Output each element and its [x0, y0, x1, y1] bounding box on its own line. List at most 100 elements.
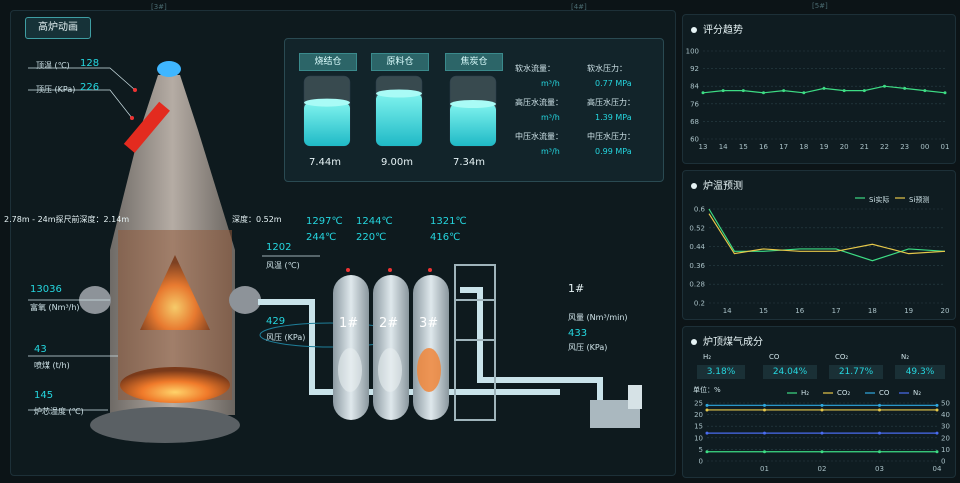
blower-name: 1#	[568, 282, 585, 295]
x-tick-label: 19	[904, 307, 913, 315]
y-tick-label: 20	[694, 411, 703, 419]
blower	[590, 385, 642, 428]
high-pressure-value: 1.39 MPa	[595, 113, 632, 122]
soft-pressure-label: 软水压力：	[587, 64, 627, 73]
data-point	[741, 89, 745, 93]
x-tick-label: 16	[759, 143, 768, 151]
data-point	[802, 91, 806, 95]
stove-3-temp-bottom: 416℃	[430, 232, 461, 243]
soft-flow-unit: m³/h	[541, 79, 560, 88]
data-point	[763, 450, 766, 454]
oxygen-label: 富氧 (Nm³/h)	[30, 303, 80, 312]
data-point	[822, 86, 826, 90]
y-tick-label: 10	[694, 434, 703, 442]
x-tick-label: 01	[941, 143, 950, 151]
y-tick-label: 60	[690, 136, 699, 144]
tank-0-surface	[304, 98, 350, 107]
y-tick-label: 0.44	[689, 243, 705, 251]
x-tick-label: 13	[699, 143, 708, 151]
gas-composition-panel: 炉顶煤气成分 H₂ CO CO₂ N₂ 3.18% 24.04% 21.77% …	[682, 326, 956, 478]
stove-2-temp-top: 1244℃	[356, 216, 393, 227]
y-tick-label: 0.28	[689, 281, 705, 289]
blast-temp-value: 1202	[266, 242, 292, 253]
y-tick-label: 68	[690, 118, 699, 126]
tank-2-surface	[450, 100, 496, 108]
x-tick-label: 02	[818, 465, 827, 473]
data-point	[705, 403, 709, 407]
data-point	[762, 91, 765, 95]
data-point	[878, 450, 881, 454]
x-tick-label: 16	[795, 307, 804, 315]
data-point	[763, 408, 766, 412]
mid-flow-unit: m³/h	[541, 147, 560, 156]
gas-co2-value: 21.77%	[829, 365, 883, 379]
data-point	[923, 89, 927, 93]
tank-coke-label: 焦炭仓	[445, 53, 503, 71]
furnace-animation-button[interactable]: 高炉动画	[25, 17, 91, 39]
top-temp-label: 顶温 (℃)	[36, 61, 70, 70]
data-point	[842, 89, 846, 93]
y2-tick-label: 30	[941, 423, 950, 431]
gas-co2-name: CO₂	[835, 353, 849, 361]
x-tick-label: 22	[880, 143, 889, 151]
tab-4[interactable]: [4#]	[571, 3, 587, 11]
mid-pressure-label: 中压水压力：	[587, 132, 635, 141]
y-tick-label: 0.52	[689, 224, 705, 232]
x-tick-label: 17	[832, 307, 841, 315]
blast-temp-label: 风温 (℃)	[266, 261, 300, 270]
tank-2-fill	[450, 104, 496, 146]
tab-3[interactable]: [3#]	[151, 3, 167, 11]
gas-n2-name: N₂	[901, 353, 910, 361]
stove-1-temp-bottom: 244℃	[306, 232, 337, 243]
legend-co: CO	[879, 389, 890, 397]
y-tick-label: 0.6	[694, 206, 706, 214]
data-point	[878, 408, 881, 412]
y-tick-label: 5	[699, 446, 703, 454]
data-point	[935, 403, 939, 407]
blast-pressure-label: 风压 (KPa)	[266, 333, 306, 342]
data-point	[883, 84, 886, 88]
x-tick-label: 19	[820, 143, 829, 151]
series-line-0	[708, 208, 946, 262]
gas-composition-title: 炉顶煤气成分	[691, 333, 763, 348]
x-tick-label: 17	[779, 143, 788, 151]
y2-tick-label: 0	[941, 458, 945, 466]
y-tick-label: 0	[699, 458, 703, 466]
tank-1-fill	[376, 93, 422, 146]
y-tick-label: 76	[690, 100, 699, 108]
x-tick-label: 18	[868, 307, 877, 315]
data-point	[878, 431, 881, 435]
score-trend-title: 评分趋势	[691, 21, 743, 36]
core-temp-label: 炉芯温度 (℃)	[34, 407, 84, 416]
tab-5[interactable]: [5#]	[812, 2, 828, 10]
probe-depth-right: 深度：0.52m	[232, 215, 282, 224]
x-tick-label: 01	[760, 465, 769, 473]
gas-h2-name: H₂	[703, 353, 712, 361]
blower-flow-label: 风量 (Nm³/min)	[568, 313, 628, 322]
stove-3-temp-top: 1321℃	[430, 216, 467, 227]
data-point	[935, 408, 939, 412]
legend-si-pred: Si预测	[909, 196, 930, 204]
y-tick-label: 0.36	[689, 262, 705, 270]
top-temp-value: 128	[80, 58, 100, 69]
top-pressure-value: 226	[80, 82, 100, 93]
tank-1-surface	[376, 89, 422, 98]
legend-n2: N₂	[913, 389, 922, 397]
tank-raw-level: 9.00m	[381, 157, 414, 168]
data-point	[782, 89, 786, 93]
gas-h2-value: 3.18%	[697, 365, 745, 379]
hot-stoves	[333, 264, 496, 421]
stove-3-name: 3#	[419, 316, 439, 331]
blast-furnace	[79, 61, 261, 443]
x-tick-label: 18	[799, 143, 808, 151]
x-tick-label: 20	[840, 143, 849, 151]
data-point	[763, 431, 766, 435]
data-point	[935, 450, 939, 454]
legend-co2: CO₂	[837, 389, 851, 397]
x-tick-label: 21	[860, 143, 869, 151]
data-point	[721, 89, 725, 93]
y2-tick-label: 40	[941, 411, 950, 419]
gas-co-value: 24.04%	[763, 365, 817, 379]
